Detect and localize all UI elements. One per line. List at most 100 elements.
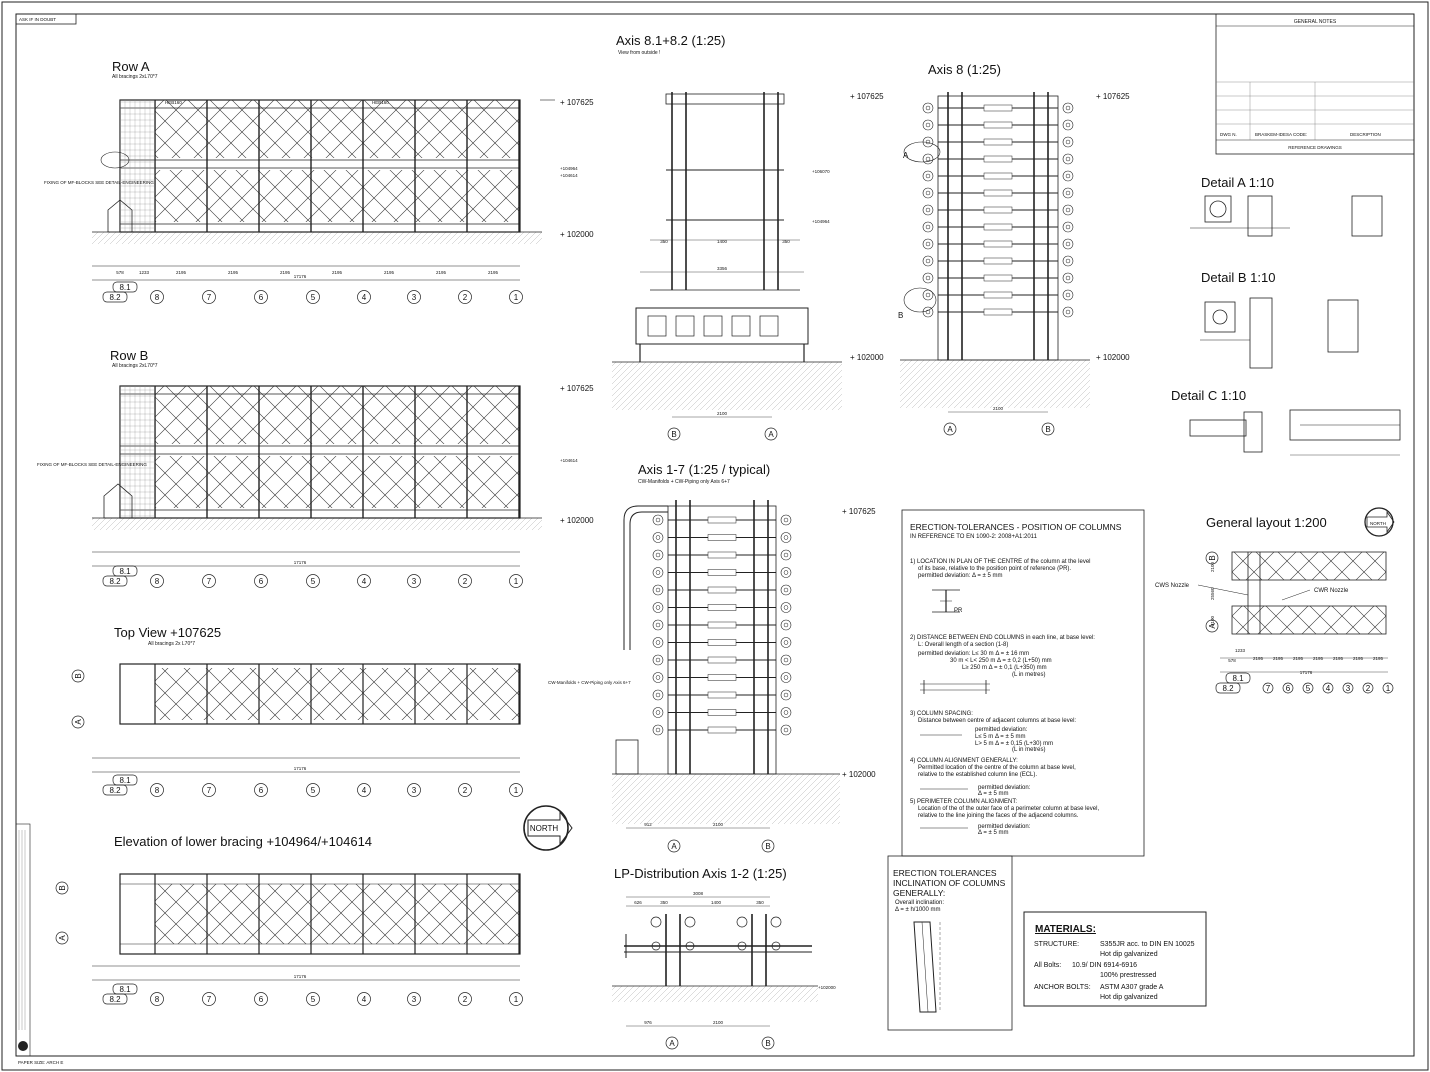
axis-bubble-3: 3 xyxy=(1342,682,1354,694)
svg-text:B: B xyxy=(58,885,67,890)
svg-text:6: 6 xyxy=(1286,684,1291,693)
row-bubble-b: B xyxy=(71,669,85,683)
row-bubble-b: B xyxy=(761,1036,775,1050)
svg-text:3: 3 xyxy=(412,786,417,795)
svg-text:B: B xyxy=(1208,555,1217,560)
axis-bubble-5: 5 xyxy=(306,783,320,797)
svg-text:350: 350 xyxy=(782,239,790,244)
axis-8-title: Axis 8 (1:25) xyxy=(928,62,1001,77)
svg-text:2195: 2195 xyxy=(384,270,395,275)
svg-text:350: 350 xyxy=(660,239,668,244)
svg-text:4: 4 xyxy=(362,293,367,302)
svg-text:2100: 2100 xyxy=(1210,561,1215,572)
pr-column-icon xyxy=(932,589,960,613)
svg-text:permitted deviation:: permitted deviation: xyxy=(978,824,1031,830)
svg-text:350: 350 xyxy=(660,900,668,905)
axis-bubble-4: 4 xyxy=(357,783,371,797)
row-b-level-top: + 107625 xyxy=(560,384,594,393)
axis-81-82-section: Axis 8.1+8.2 (1:25) View from outside ! … xyxy=(612,33,884,441)
axis-bubble-7: 7 xyxy=(1262,682,1274,694)
axis-1-7-level-top: + 107625 xyxy=(842,507,876,516)
axis-bubble-6: 6 xyxy=(254,574,268,588)
svg-text:7: 7 xyxy=(207,786,212,795)
lp-distribution-width: 3008 xyxy=(693,891,704,896)
svg-text:Distance between centre of adj: Distance between centre of adjacent colu… xyxy=(918,718,1076,724)
axis-bubble-4: 4 xyxy=(1322,682,1334,694)
svg-text:8.1: 8.1 xyxy=(119,283,131,292)
axis-bubble-7: 7 xyxy=(202,783,216,797)
svg-text:2195: 2195 xyxy=(1273,656,1284,661)
axis-81-82-level-top: + 107625 xyxy=(850,92,884,101)
inclination-formula: Δ = ± h/1000 mm xyxy=(895,907,941,913)
svg-text:1233: 1233 xyxy=(139,270,150,275)
row-bubble-a: A xyxy=(71,715,85,729)
svg-text:A: A xyxy=(74,719,83,725)
row-a-profile-label: HEB160 xyxy=(165,100,182,105)
row-bubble-a: A xyxy=(667,839,681,853)
svg-text:B: B xyxy=(765,842,770,851)
axis-bubble-1: 1 xyxy=(509,290,523,304)
row-bubble-a: A xyxy=(764,427,778,441)
north-arrow-icon: NORTH xyxy=(523,805,573,851)
axis-81-82-width: 3356 xyxy=(717,266,728,271)
svg-text:5: 5 xyxy=(311,293,316,302)
svg-text:L> 5 m Δ = ± 0,15 (L+30) mm: L> 5 m Δ = ± 0,15 (L+30) mm xyxy=(975,741,1053,747)
materials-panel: MATERIALS: STRUCTURE: S355JR acc. to DIN… xyxy=(1023,911,1207,1007)
svg-text:8.2: 8.2 xyxy=(109,293,121,302)
svg-text:L≤ 5 m Δ = ± 5 mm: L≤ 5 m Δ = ± 5 mm xyxy=(975,734,1025,740)
tolerances-reference: IN REFERENCE TO EN 1090-2: 2008+A1:2011 xyxy=(910,534,1038,540)
axis-bubble-5: 5 xyxy=(1302,682,1314,694)
axis-81-82-base: 2100 xyxy=(717,411,728,416)
svg-text:1: 1 xyxy=(514,786,519,795)
svg-text:8.2: 8.2 xyxy=(109,786,121,795)
svg-text:6: 6 xyxy=(259,995,264,1004)
svg-text:8.2: 8.2 xyxy=(109,577,121,586)
axis-bubble-5: 5 xyxy=(306,992,320,1006)
axis-8-base: 2100 xyxy=(993,406,1004,411)
svg-text:100% prestressed: 100% prestressed xyxy=(1100,972,1157,979)
row-a-elevation: Row A All bracings 2xL70*7 HEB160 HEB160… xyxy=(44,59,594,304)
svg-text:8.1: 8.1 xyxy=(119,985,131,994)
svg-text:3: 3 xyxy=(412,995,417,1004)
stamp-text: ASK IF IN DOUBT xyxy=(19,17,56,22)
axis-bubble-2: 2 xyxy=(1362,682,1374,694)
row-bubble-a: A xyxy=(1205,619,1219,633)
row-bubble-b: B xyxy=(667,427,681,441)
axis-81-82-subtitle: View from outside ! xyxy=(618,50,660,56)
axis-bubble-8: 8 xyxy=(150,992,164,1006)
axis-bubble-6: 6 xyxy=(254,783,268,797)
svg-text:1: 1 xyxy=(514,577,519,586)
svg-text:Δ = ± 5 mm: Δ = ± 5 mm xyxy=(978,791,1008,797)
axis-bubble-5: 5 xyxy=(306,290,320,304)
axis-bubble-6: 6 xyxy=(1282,682,1294,694)
svg-text:B: B xyxy=(1045,425,1050,434)
axis-8-section: Axis 8 (1:25) A B + 107625 + 102000 2100… xyxy=(898,62,1130,436)
row-bubble-a: A xyxy=(943,422,957,436)
svg-text:578: 578 xyxy=(116,270,124,275)
dwg-number-header: DWG N. xyxy=(1220,132,1237,137)
svg-text:1) LOCATION IN PLAN OF THE CEN: 1) LOCATION IN PLAN OF THE CENTRE of the… xyxy=(910,559,1091,565)
reference-drawings-label: REFERENCE DRAWINGS xyxy=(1288,145,1342,150)
row-a-note: FIXING OF MF-BLOCKS SEE DETAIL-ENGINEERI… xyxy=(44,180,154,185)
svg-text:2: 2 xyxy=(463,995,468,1004)
erection-tolerances-panel: ERECTION-TOLERANCES - POSITION OF COLUMN… xyxy=(901,509,1145,857)
code-header: BRASKEM-IDESA CODE: xyxy=(1255,132,1307,137)
svg-text:3: 3 xyxy=(412,577,417,586)
row-bubble-b: B xyxy=(761,839,775,853)
axis-bubble-1: 1 xyxy=(509,574,523,588)
row-b-level-bottom: + 102000 xyxy=(560,516,594,525)
axis-1-7-section: Axis 1-7 (1:25 / typical) CW-Manifolds +… xyxy=(548,462,876,853)
svg-text:Location of the of the outer f: Location of the of the outer face of a p… xyxy=(918,806,1099,812)
svg-text:(L in metres): (L in metres) xyxy=(1012,747,1045,753)
row-a-level-top: + 107625 xyxy=(560,98,594,107)
lp-distribution-section: LP-Distribution Axis 1-2 (1:25) +102000 … xyxy=(612,866,836,1050)
axis-bubble-8-2: 8.28.1 xyxy=(102,774,138,796)
detail-a-title: Detail A 1:10 xyxy=(1201,175,1274,190)
row-bubble-b: B xyxy=(55,881,69,895)
svg-text:5: 5 xyxy=(311,995,316,1004)
axis-81-82-title: Axis 8.1+8.2 (1:25) xyxy=(616,33,725,48)
axis-bubble-8-2: 8.28.1 xyxy=(102,983,138,1005)
svg-text:L≥ 250 m Δ = ± 0,1 (L+350) m: L≥ 250 m Δ = ± 0,1 (L+350) mm xyxy=(962,665,1047,671)
axis-bubble-3: 3 xyxy=(407,783,421,797)
